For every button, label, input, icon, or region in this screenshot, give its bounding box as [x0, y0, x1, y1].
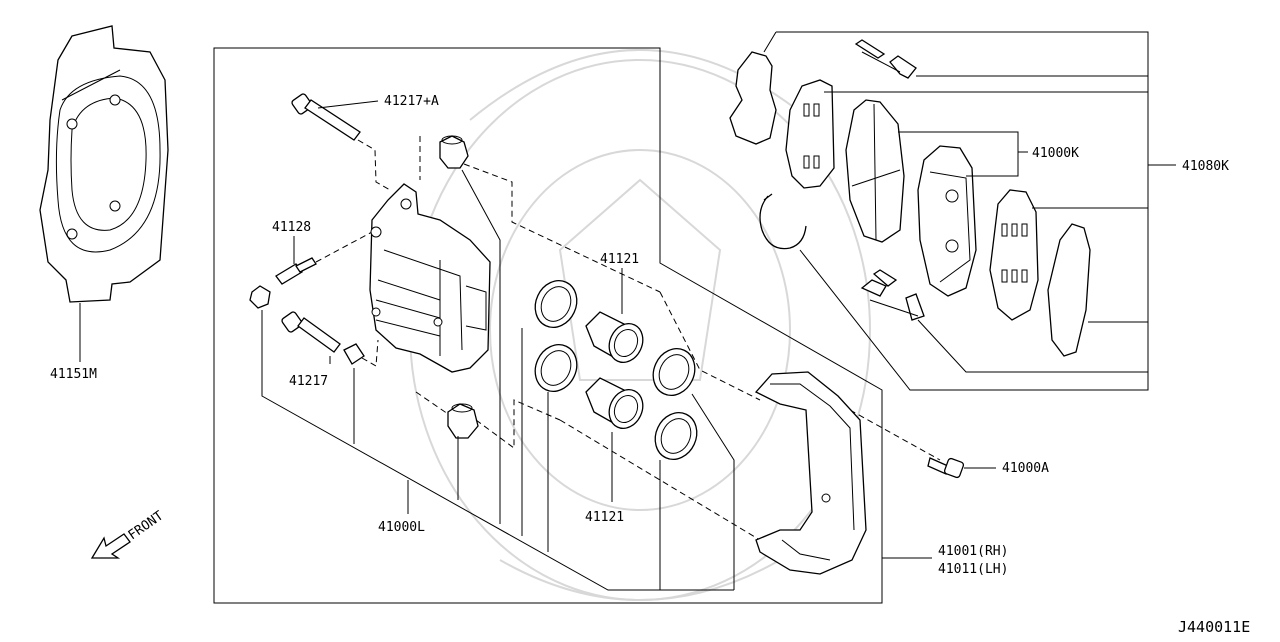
leader-pin-bolt-a [317, 100, 379, 109]
pin-bolt-a-part [291, 93, 361, 141]
label-caliper-assembly[interactable]: 41000L [378, 520, 425, 535]
label-bleeder[interactable]: 41128 [272, 220, 311, 235]
caliper-assembly-leaders [261, 169, 735, 591]
label-piston-seal-upper[interactable]: 41121 [600, 252, 639, 267]
pad-kit-leaders [898, 131, 1028, 177]
pad-shim-plate-part [729, 51, 777, 145]
label-piston-seal-lower[interactable]: 41121 [585, 510, 624, 525]
pad-clip-lower-part [860, 269, 925, 321]
piston-seal-ring-4 [654, 412, 698, 460]
pin-boot-lower-part [447, 403, 479, 439]
dash-bleeder [315, 231, 373, 263]
label-dust-shield[interactable]: 41151M [50, 367, 97, 382]
label-torque-member-rh[interactable]: 41001(RH) [938, 544, 1008, 559]
label-pin-bolt-a[interactable]: 41217+A [384, 94, 439, 109]
bleeder-screw-part [275, 257, 317, 285]
brake-pad-inner-part [917, 145, 977, 297]
inner-shim-cover-part [1047, 223, 1091, 357]
bleeder-cap-part [249, 285, 271, 309]
front-direction-label: FRONT [126, 508, 167, 543]
label-pad-kit[interactable]: 41000K [1032, 146, 1079, 161]
piston-lower-part [585, 377, 644, 429]
wear-indicator-part [759, 193, 807, 250]
dash-boot-3 [415, 391, 449, 415]
diagram-id: J440011E [1178, 618, 1250, 636]
torque-member-part [754, 371, 867, 575]
label-torque-member-bolt[interactable]: 41000A [1002, 461, 1049, 476]
front-arrow-icon [90, 533, 131, 559]
brake-pad-outer-part [845, 99, 905, 243]
pad-hardware-kit-leaders [763, 31, 1176, 391]
label-pad-hardware-kit[interactable]: 41080K [1182, 159, 1229, 174]
label-pin-bolt[interactable]: 41217 [289, 374, 328, 389]
outer-shim-part [785, 79, 835, 189]
dash-boot-4 [475, 399, 561, 449]
piston-seal-ring-2 [534, 344, 578, 392]
pin-bolt-part [281, 311, 365, 365]
piston-upper-part [585, 311, 644, 363]
piston-seal-ring-3 [652, 348, 696, 396]
caliper-body-part [369, 183, 491, 373]
dash-torque-bolt [849, 409, 941, 461]
dust-shield-part [39, 25, 169, 303]
piston-seal-ring-1 [534, 280, 578, 328]
dash-pin-bolt [361, 339, 379, 367]
pad-clip-upper-part [854, 39, 917, 79]
dash-boot-6 [659, 291, 761, 401]
label-torque-member-lh[interactable]: 41011(LH) [938, 562, 1008, 577]
pin-boot-upper-part [439, 135, 469, 169]
torque-member-bolt-part [927, 457, 965, 479]
dash-boot-2 [463, 163, 661, 293]
caliper-assembly-frame [213, 47, 883, 604]
dash-boot-5 [559, 419, 761, 541]
dash-pin-bolt-a [357, 139, 391, 191]
watermark-emblem [409, 49, 871, 601]
inner-shim-part [989, 189, 1039, 321]
